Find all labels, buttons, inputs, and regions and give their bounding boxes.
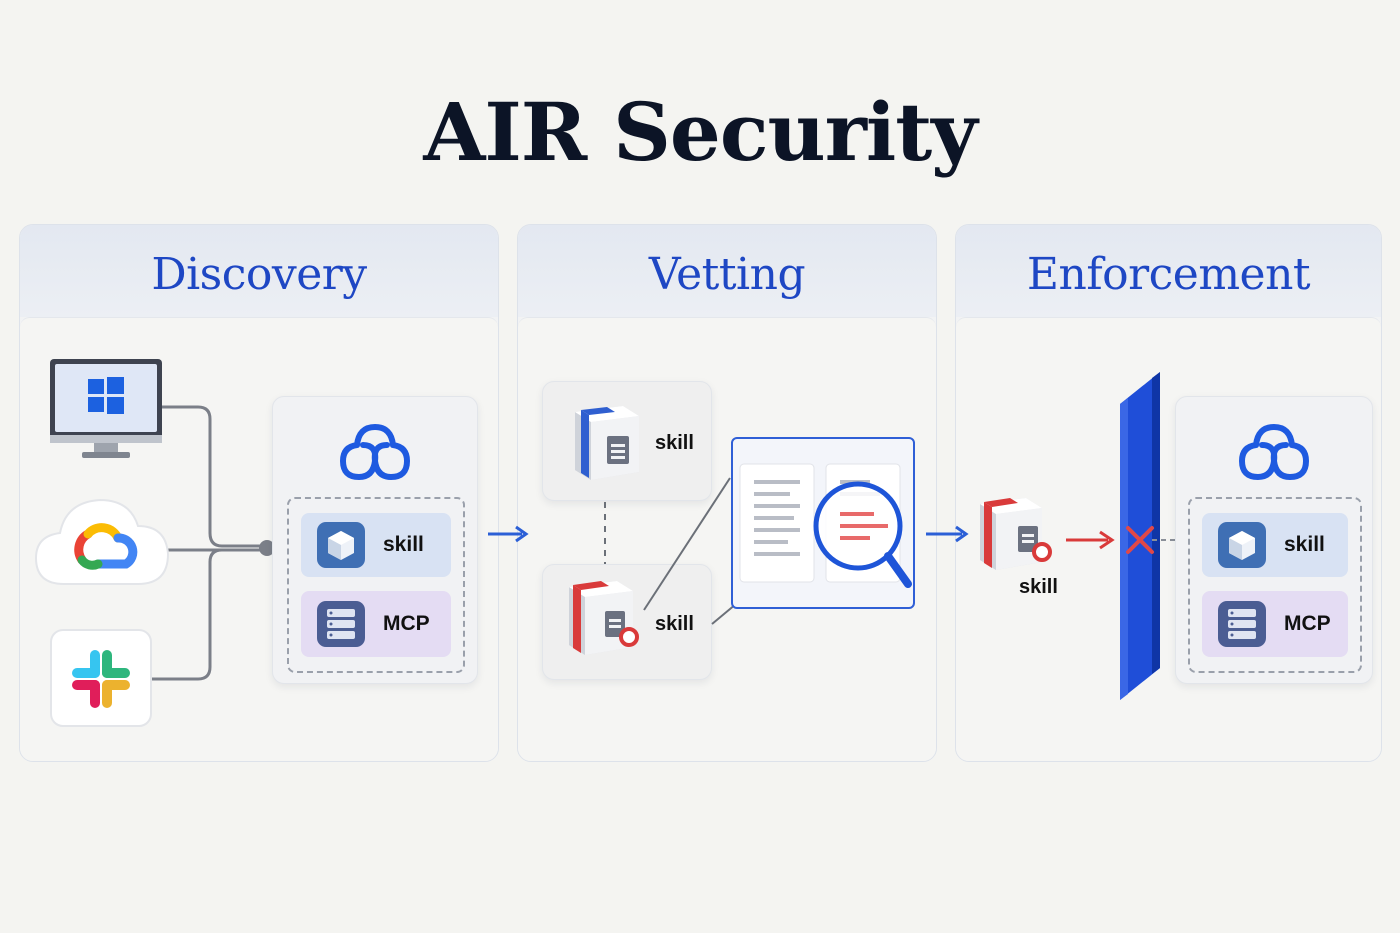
vetting-header: Vetting [518,225,936,317]
cloud-hub-icon [340,424,410,480]
vetting-safe-skill-label: skill [655,432,694,454]
enforcement-blocked-skill-label: skill [1019,576,1058,598]
enforcement-mcp-item[interactable]: MCP [1202,591,1348,657]
vetting-dashed-connector [604,502,606,564]
blocked-skill-package-icon [980,498,1052,570]
discovery-header: Discovery [20,225,498,317]
server-icon [317,601,365,647]
discovery-hub-card: skill MCP [272,396,478,684]
enforcement-header: Enforcement [956,225,1381,317]
enforcement-inventory-box [1188,497,1362,673]
vetting-flagged-skill-label: skill [655,613,694,635]
enforcement-skill-label: skill [1284,533,1325,556]
discovery-inventory-box [287,497,465,673]
vetting-heading: Vetting [648,249,806,300]
discovery-mcp-item[interactable]: MCP [301,591,451,657]
discovery-mcp-label: MCP [383,612,430,635]
skill-package-icon [575,406,639,480]
slack-icon [50,629,152,727]
blocked-attempt-arrow [1066,530,1115,550]
magnifier-document-icon [739,463,912,588]
enforcement-skill-item[interactable]: skill [1202,513,1348,577]
vetting-flagged-skill-card: skill [542,564,712,680]
arrow-vetting-to-enforcement [926,525,969,543]
red-x-icon [1126,526,1154,554]
enforcement-barrier [1120,372,1160,700]
cube-icon [317,522,365,568]
enforcement-cloud-hub-icon [1239,424,1309,480]
discovery-skill-item[interactable]: skill [301,513,451,577]
page-title: AIR Security [423,85,977,179]
enforcement-cube-icon [1218,522,1266,568]
google-cloud-icon [34,498,170,585]
enforcement-hub-card: skill MCP [1175,396,1373,684]
windows-monitor-icon [50,359,162,458]
flagged-skill-package-icon [569,581,639,655]
enforcement-mcp-label: MCP [1284,612,1331,635]
discovery-heading: Discovery [151,249,367,300]
blocked-dashed-link [1152,539,1178,541]
vetting-safe-skill-card: skill [542,381,712,501]
enforcement-heading: Enforcement [1026,249,1311,300]
enforcement-server-icon [1218,601,1266,647]
arrow-discovery-to-vetting [488,525,529,543]
discovery-skill-label: skill [383,533,424,556]
